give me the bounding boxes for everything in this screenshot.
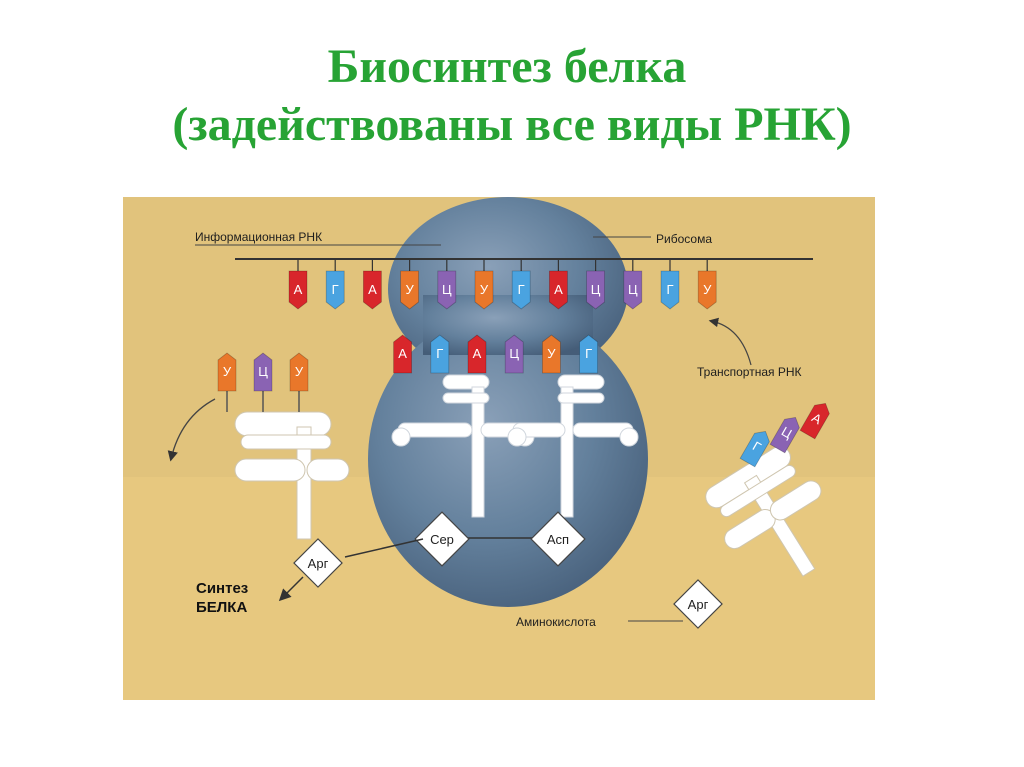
ribosome-anticodon-shape [430,334,450,374]
ribosome-anticodon: Г [430,334,450,374]
chain-link [344,538,424,558]
amino-acid-incoming: Арг [673,579,723,629]
amino-acid-asp: Асп [530,511,586,567]
mrna-codon-shape [697,270,717,310]
synthesis-arrow [278,576,304,602]
trna-incoming-anticodon-base: А [799,402,830,440]
slide-title: Биосинтез белка (задействованы все виды … [0,38,1024,154]
trna-incoming [705,446,822,577]
mrna-codon: Г [325,270,345,310]
amino-acid-ser-label: Сер [430,532,454,547]
trna-label: Транспортная РНК [697,365,802,379]
mrna-codon: Ц [586,270,605,310]
ribosome-anticodon-letter: Г [436,346,443,361]
mrna-codon-letter: Г [518,282,525,297]
mrna-codon-letter: А [554,282,563,297]
ribosome-anticodon: А [467,334,487,374]
mrna-codon-letter: У [703,282,712,297]
mrna-codon: А [549,270,568,310]
release-arrow [167,398,216,462]
trna-released-anticodon-base: Ц [253,352,273,392]
mrna-codon: Ц [437,270,457,310]
mrna-codon: У [400,270,419,310]
trna-incoming-anticodon-base-shape [799,402,830,440]
trna-released-anticodon-base-shape [253,352,273,392]
ribosome-anticodon-letter: Ц [509,346,519,361]
ribosome-anticodon-letter: У [547,346,556,361]
mrna-codon: У [697,270,717,310]
ribosome-anticodon-letter: Г [585,346,592,361]
trna-released [234,411,350,540]
mrna-codon-letter: Ц [591,282,601,297]
mrna-codon-letter: Г [666,282,673,297]
mrna-codon-shape [363,270,382,310]
mrna-codon-shape [474,270,494,310]
ribosome-anticodon: А [393,334,412,374]
ribosome-anticodon: Г [579,334,598,374]
trna-released-anticodon-base-letter: У [295,364,304,379]
mrna-codon-letter: А [368,282,377,297]
amino-acid-released: Арг [293,538,343,588]
title-line-2: (задействованы все виды РНК) [172,98,852,151]
mrna-codon-shape [623,270,643,310]
amino-acid-label: Аминокислота [516,615,596,629]
mrna-codon-shape [288,270,308,310]
ribosome-label: Рибосома [656,232,712,246]
mrna-codon-shape [511,270,531,310]
ribosome-anticodon-letter: А [398,346,407,361]
mrna-label: Информационная РНК [195,230,322,244]
mrna-codon-letter: У [480,282,489,297]
amino-acid-incoming-label: Арг [688,597,709,612]
synthesis-label-line2: БЕЛКА [196,599,247,616]
mrna-codon: А [363,270,382,310]
ribosome-anticodon-shape [467,334,487,374]
mrna-codon-shape [325,270,345,310]
amino-acid-asp-label: Асп [547,532,569,547]
mrna-codon-letter: Ц [628,282,638,297]
ribosome-anticodon-shape [504,334,524,374]
mrna-codon-letter: У [405,282,414,297]
trna-released-anticodon-base-letter: Ц [258,364,268,379]
trna-incoming-anticodon-base: Г [739,430,770,468]
trna-in-ribosome-right [507,374,639,518]
trna-incoming-anticodon-base-shape [769,416,800,454]
title-line-1: Биосинтез белка [327,40,687,93]
ribosome-anticodon-shape [393,334,412,374]
trna-incoming-anticodon: ГЦА [739,402,830,468]
trna-label-arrow [708,317,752,366]
ribosome-anticodon: Ц [504,334,524,374]
mrna-codon-shape [437,270,457,310]
mrna-codon-letter: Г [332,282,339,297]
amino-acid-released-label: Арг [308,556,329,571]
synthesis-label-line1: Синтез [196,580,248,597]
mrna-codon-shape [586,270,605,310]
trna-released-anticodon-base-shape [289,352,309,392]
ribosome-anticodon-shape [542,334,561,374]
mrna-codon-shape [660,270,680,310]
ribosome-anticodon-letter: А [473,346,482,361]
trna-released-anticodon-base-letter: У [223,364,232,379]
mrna-codon: У [474,270,494,310]
trna-incoming-anticodon-base-shape [739,430,770,468]
mrna-codon-letter: Ц [442,282,452,297]
trna-released-anticodon-base: У [217,352,237,392]
ribosome-anticodon-shape [579,334,598,374]
mrna-codon: Ц [623,270,643,310]
mrna-codon-shape [400,270,419,310]
trna-released-anticodon-base-shape [217,352,237,392]
mrna-codon: Г [511,270,531,310]
ribosome-anticodon: У [542,334,561,374]
amino-acid-ser: Сер [414,511,470,567]
mrna-codon: А [288,270,308,310]
trna-incoming-anticodon-base: Ц [769,416,800,454]
trna-released-anticodon-base: У [289,352,309,392]
mrna-codon: Г [660,270,680,310]
mrna-codon-shape [549,270,568,310]
mrna-codon-letter: А [294,282,303,297]
